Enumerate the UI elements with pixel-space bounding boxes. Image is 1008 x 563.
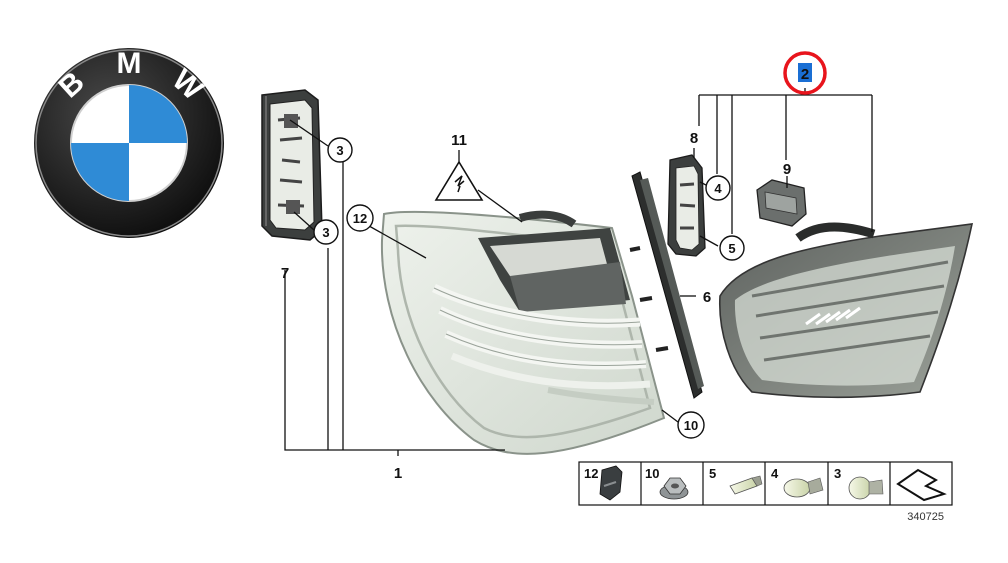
callout-7: 7 — [281, 265, 289, 282]
gasket-strip — [629, 171, 704, 399]
clip-icon — [599, 465, 623, 501]
callout-8: 8 — [690, 130, 698, 147]
legend-number-4: 4 — [771, 466, 779, 481]
callout-3b: 3 — [322, 225, 329, 240]
logo-letter-m: M — [117, 47, 142, 80]
callout-5-circle — [719, 235, 745, 261]
callout-4: 4 — [714, 181, 722, 196]
outer-taillight — [380, 210, 666, 455]
callout-2: 2 — [801, 66, 809, 83]
callout-9: 9 — [783, 161, 791, 178]
wedge-bulb-small-icon — [729, 475, 763, 495]
callout-3b-circle — [313, 219, 339, 245]
callout-10: 10 — [684, 418, 698, 433]
bulb-carrier-outer — [261, 89, 323, 241]
bracket-outline-icon — [896, 468, 947, 502]
callout-11: 11 — [451, 132, 467, 149]
highlight-ring — [783, 51, 827, 95]
logo-ring-edge — [35, 49, 223, 237]
callout-3a: 3 — [336, 143, 343, 158]
legend-strip: 12 10 5 4 3 — [578, 461, 953, 523]
logo-quadrant-bottom-left — [71, 143, 129, 201]
legend-number-10: 10 — [645, 466, 659, 481]
connector-part — [756, 179, 807, 227]
diagram-id: 340725 — [907, 511, 944, 523]
callout-6: 6 — [703, 289, 711, 306]
highlight-marker — [798, 63, 812, 82]
logo-quadrant-top-right — [129, 85, 187, 143]
callout-10-circle — [677, 411, 705, 439]
callout-3a-circle — [327, 137, 353, 163]
callouts: 1 2 3 3 4 5 6 7 8 9 10 11 12 — [281, 51, 827, 482]
inner-taillight — [718, 222, 974, 399]
callout-1: 1 — [394, 465, 402, 482]
callout-4-circle — [705, 175, 731, 201]
warning-triangle-icon — [434, 160, 484, 201]
callout-12: 12 — [353, 211, 367, 226]
callout-5: 5 — [728, 241, 735, 256]
bulb-carrier-inner — [667, 154, 706, 257]
legend-number-3: 3 — [834, 466, 841, 481]
legend-number-12: 12 — [584, 466, 598, 481]
round-bulb-icon — [848, 476, 884, 500]
bmw-logo: B M W — [34, 47, 224, 238]
nut-icon — [659, 477, 689, 500]
wedge-bulb-large-icon — [783, 477, 824, 498]
legend-number-5: 5 — [709, 466, 716, 481]
callout-12-circle — [346, 204, 374, 232]
